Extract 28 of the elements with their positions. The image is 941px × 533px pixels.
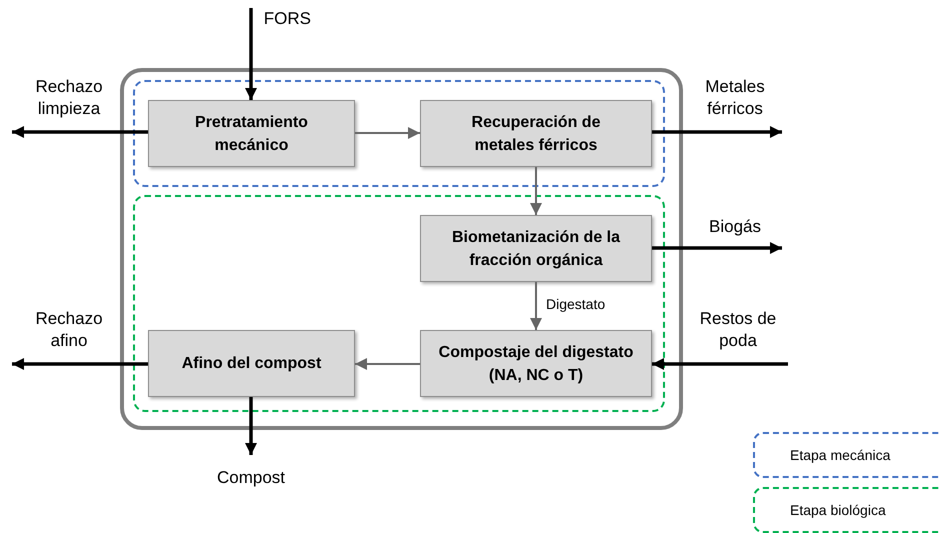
- flow-text: Rechazo afino: [34, 308, 104, 352]
- stage-dashed-box: [133, 80, 665, 187]
- process-box: Biometanización de la fracción orgánica: [420, 215, 652, 282]
- flow-text: Metales férricos: [704, 76, 766, 120]
- process-box: Pretratamiento mecánico: [148, 100, 355, 167]
- process-box: Compostaje del digestato (NA, NC o T): [420, 330, 652, 397]
- arrow: [245, 8, 257, 100]
- arrow: [355, 358, 420, 370]
- legend-label: Etapa mecánica: [790, 446, 890, 464]
- arrow: [530, 282, 542, 330]
- flow-text: Restos de poda: [698, 308, 778, 352]
- arrow: [12, 126, 148, 138]
- process-box: Afino del compost: [148, 330, 355, 397]
- flow-text: FORS: [264, 8, 311, 30]
- arrow: [652, 126, 782, 138]
- process-box: Recuperación de metales férricos: [420, 100, 652, 167]
- stage-dashed-box: [133, 195, 665, 412]
- arrow: [245, 397, 257, 455]
- arrow: [652, 358, 788, 370]
- legend-label: Etapa biológica: [790, 501, 886, 519]
- system-boundary-box: [120, 68, 683, 430]
- flow-text: Rechazo limpieza: [34, 76, 104, 120]
- arrow: [355, 127, 420, 139]
- flow-text: Biogás: [709, 216, 761, 238]
- arrow: [652, 242, 782, 254]
- flow-text: Compost: [216, 467, 286, 489]
- arrow: [530, 167, 542, 215]
- arrow: [12, 358, 148, 370]
